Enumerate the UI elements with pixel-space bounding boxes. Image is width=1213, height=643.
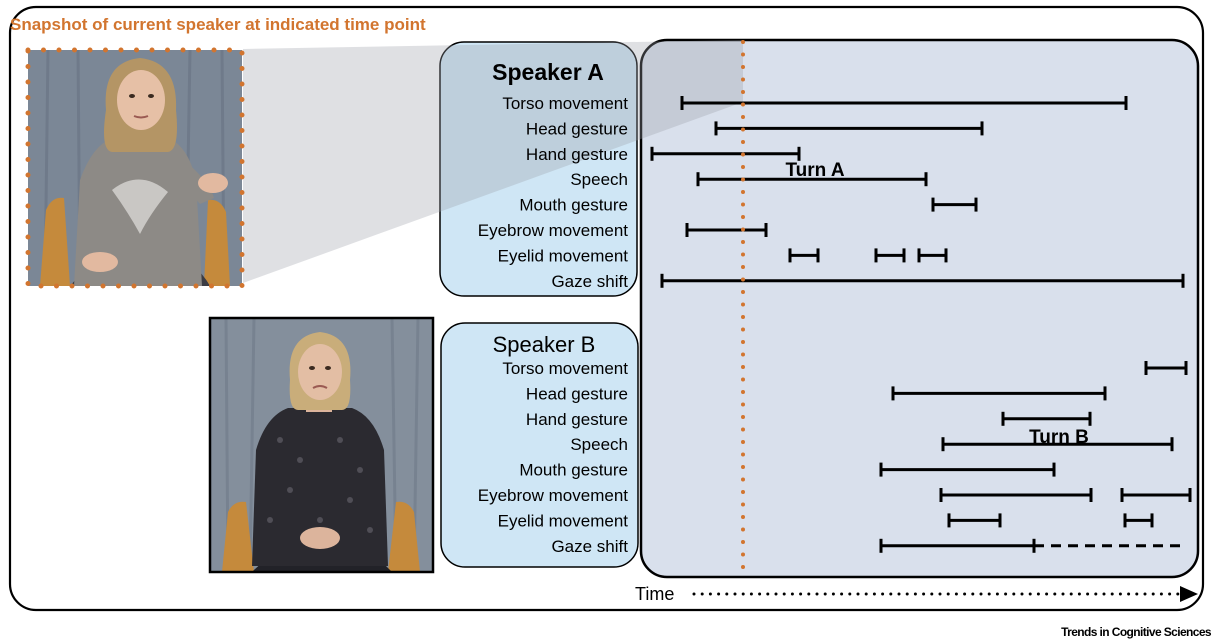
row-label: Gaze shift	[551, 537, 628, 556]
row-label: Eyelid movement	[498, 511, 629, 530]
journal-name: Trends in Cognitive Sciences	[1061, 625, 1212, 639]
speaker-a-title: Speaker A	[492, 59, 604, 85]
speaker-a-timelines	[650, 96, 1185, 288]
timeline-segment	[788, 248, 820, 263]
timeline-segment	[1144, 361, 1188, 375]
timeline-segment	[696, 172, 928, 187]
row-label: Hand gesture	[526, 145, 628, 164]
speaker-a-label-panel	[439, 41, 638, 297]
snapshot-caption: Snapshot of current speaker at indicated…	[10, 15, 426, 34]
snapshot-projection	[243, 40, 743, 283]
time-axis-arrowhead	[1180, 586, 1198, 602]
timeline-segment	[685, 223, 768, 237]
speaker-b-label-panel	[440, 322, 639, 568]
row-label: Eyelid movement	[498, 246, 629, 265]
row-label: Mouth gesture	[519, 196, 628, 215]
timeline-segment	[1123, 513, 1154, 528]
row-label: Speech	[570, 170, 628, 189]
timeline-segment	[650, 146, 801, 161]
row-label: Hand gesture	[526, 410, 628, 429]
timeline-segment	[1120, 488, 1192, 502]
timeline-segment	[714, 121, 984, 136]
row-label: Eyebrow movement	[478, 221, 629, 240]
timeline-segment	[891, 386, 1107, 401]
timeline-panel	[639, 38, 1200, 579]
turn-a-label: Turn A	[785, 160, 844, 181]
speaker-a-photo	[25, 47, 245, 289]
time-axis-label: Time	[635, 584, 674, 604]
row-label: Speech	[570, 435, 628, 454]
speaker-b-title: Speaker B	[493, 332, 596, 357]
timeline-segment	[947, 513, 1002, 528]
row-label: Eyebrow movement	[478, 486, 629, 505]
timeline-segment	[874, 248, 906, 263]
row-label: Mouth gesture	[519, 461, 628, 480]
turn-b-label: Turn B	[1029, 427, 1089, 448]
timeline-segment	[917, 248, 948, 263]
timeline-segment	[1001, 411, 1092, 426]
timeline-segment	[660, 273, 1185, 288]
row-label: Head gesture	[526, 384, 628, 403]
row-label: Torso movement	[502, 94, 628, 113]
timeline-segment	[680, 96, 1128, 110]
row-label: Gaze shift	[551, 272, 628, 291]
speaker-b-timelines	[879, 361, 1192, 553]
timeline-segment	[941, 437, 1174, 452]
row-label: Torso movement	[502, 359, 628, 378]
row-label: Head gesture	[526, 119, 628, 138]
timeline-segment	[931, 197, 978, 212]
speaker-b-photo	[208, 316, 435, 574]
timeline-segment	[879, 462, 1056, 477]
timeline-segment	[939, 488, 1093, 502]
